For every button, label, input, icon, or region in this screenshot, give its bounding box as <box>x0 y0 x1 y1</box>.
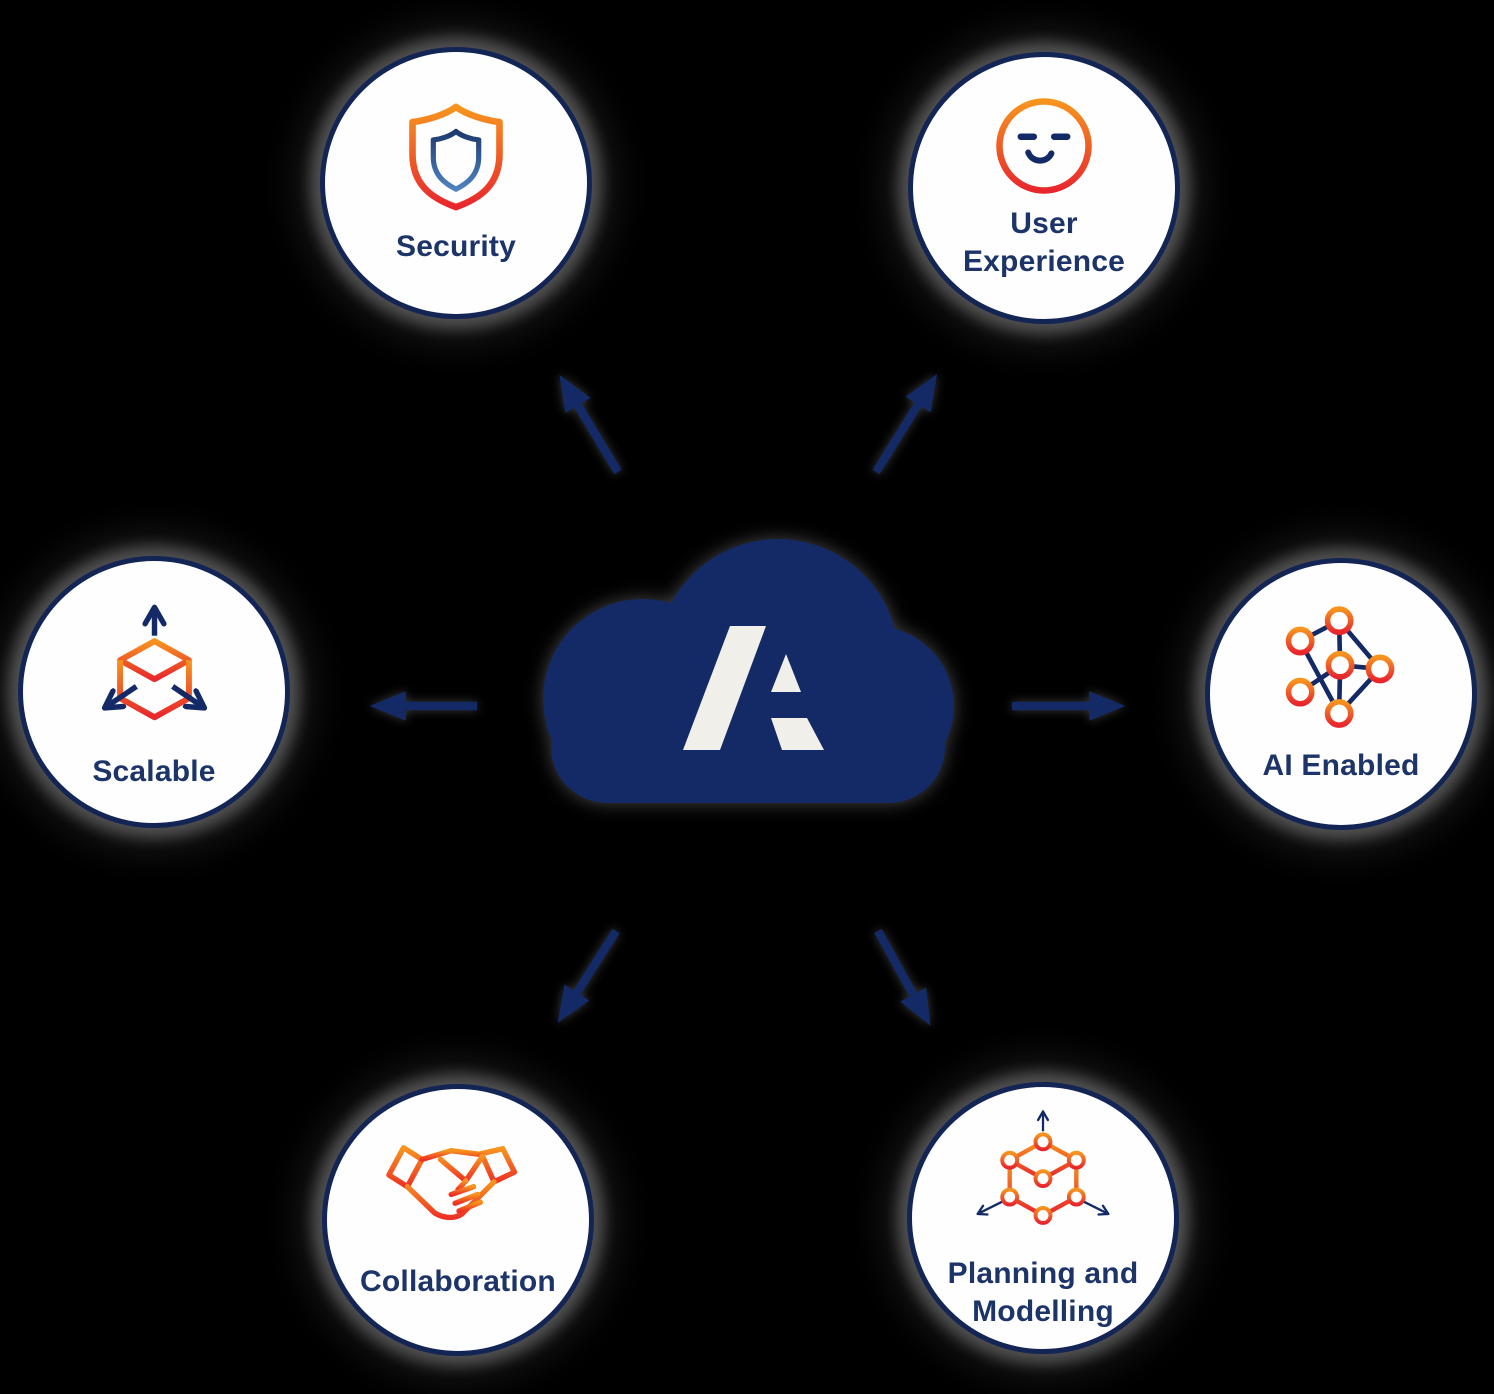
arrow-to-collaboration <box>557 928 620 1023</box>
node-ai-enabled: AI Enabled <box>1205 558 1477 830</box>
neural-network-icon <box>1285 606 1395 728</box>
anaplan-a-glyph <box>683 626 824 750</box>
node-planning-modelling: Planning and Modelling <box>907 1082 1179 1354</box>
arrow-to-planning <box>874 928 931 1026</box>
node-label-ai-enabled: AI Enabled <box>1262 747 1419 785</box>
center-cloud <box>541 536 955 806</box>
arrow-to-user-experience <box>872 373 938 475</box>
shield-icon <box>409 103 503 211</box>
label-line: Experience <box>962 245 1126 278</box>
cube-arrows-icon <box>82 594 227 720</box>
label-line: User <box>1010 207 1078 240</box>
cube-nodes-icon <box>976 1110 1110 1225</box>
node-label-planning-modelling: Planning and Modelling <box>948 1255 1139 1331</box>
node-security: Security <box>320 47 592 319</box>
arrow-to-security <box>559 374 622 475</box>
node-collaboration: Collaboration <box>322 1084 594 1356</box>
node-label-security: Security <box>396 228 516 266</box>
label-line: Modelling <box>972 1295 1114 1328</box>
label-line: Security <box>396 230 516 263</box>
node-label-scalable: Scalable <box>92 753 215 791</box>
label-line: Scalable <box>92 754 216 788</box>
label-line: Collaboration <box>360 1265 556 1298</box>
handshake-icon <box>386 1145 518 1221</box>
node-scalable: Scalable <box>18 556 290 828</box>
label-line: AI Enabled <box>1262 749 1420 782</box>
node-label-user-experience: User Experience <box>963 205 1125 281</box>
smiley-face-icon <box>996 98 1092 194</box>
label-line: Planning and <box>947 1257 1139 1290</box>
cloud-logo <box>543 539 954 803</box>
node-label-collaboration: Collaboration <box>360 1263 556 1301</box>
node-user-experience: User Experience <box>908 52 1180 324</box>
